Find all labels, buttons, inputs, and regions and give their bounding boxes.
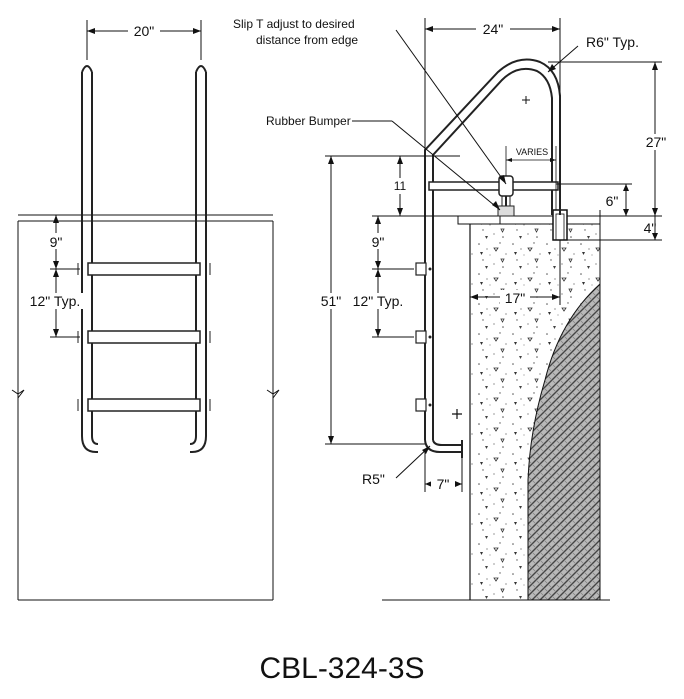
tread-3 <box>87 398 201 412</box>
slip-t-note-line2: distance from edge <box>256 33 358 47</box>
side-width-arrow-r <box>552 26 560 32</box>
coping <box>457 215 501 225</box>
front-width-arrow-right <box>193 28 201 34</box>
left-rail-top <box>81 65 93 73</box>
step-3-bolt <box>428 403 432 407</box>
side12-arrow-b <box>375 329 381 337</box>
r6-arrow <box>548 64 556 72</box>
varies-label: VARIES <box>516 147 548 157</box>
r5-arrow <box>422 446 430 454</box>
earth-fill <box>527 282 601 601</box>
right-rail-inner <box>190 72 207 453</box>
handrail-crossbar <box>428 181 559 191</box>
left-rail <box>81 72 98 453</box>
side-step-1 <box>415 262 427 276</box>
varies-arrow-r <box>550 158 556 162</box>
dim4-arrow-b <box>652 233 658 240</box>
right-rail <box>189 72 197 445</box>
front-12-arrow-bot <box>53 329 59 337</box>
side-step-3 <box>415 398 427 412</box>
wall-thickness-label: 17" <box>505 290 526 306</box>
side-view: 24" R6" Typ. 27" VARIES Slip T adjust to… <box>233 17 677 601</box>
dim6-arrow-b <box>623 209 629 216</box>
front-12-arrow-top <box>53 269 59 277</box>
dim7-arrow-l <box>425 481 432 487</box>
h27-arrow-b <box>652 208 658 216</box>
front-9-arrow-bot <box>53 261 59 269</box>
dim51-arrow-b <box>328 436 334 444</box>
dim7-arrow-r <box>455 481 462 487</box>
right-rail-top <box>195 65 207 73</box>
dim17-arrow-l <box>470 294 478 300</box>
side-step-2 <box>415 330 427 344</box>
front-9-arrow-top <box>53 215 59 223</box>
side9-arrow-t <box>375 216 381 224</box>
dim17-arrow-r <box>552 294 560 300</box>
side9-arrow-b <box>375 261 381 269</box>
break-mark-left <box>11 389 25 399</box>
side-width-arrow-l <box>425 26 433 32</box>
step-1-bolt <box>428 267 432 271</box>
radius-bottom-label: R5" <box>362 471 385 487</box>
front-first-step-label: 9" <box>50 234 63 250</box>
rubber-bumper-arrow <box>492 201 500 210</box>
front-width-label: 20" <box>134 23 155 39</box>
total-height-label: 51" <box>321 293 342 309</box>
front-view: 20" 9" 12" Typ. <box>11 20 280 601</box>
dim6-arrow-t <box>623 184 629 191</box>
side-width-label: 24" <box>483 21 504 37</box>
four-inch-label: 4" <box>644 220 657 236</box>
side-first-step-label: 9" <box>372 234 385 250</box>
height-above-deck-label: 27" <box>646 134 667 150</box>
left-rail-inner <box>91 72 99 445</box>
slip-t-arrow <box>499 175 506 184</box>
tread-2 <box>87 330 201 344</box>
six-inch-label: 6" <box>606 193 619 209</box>
side12-arrow-t <box>375 269 381 277</box>
handrail-inner <box>432 67 553 440</box>
dim51-arrow-t <box>328 156 334 164</box>
handrail-outer <box>424 58 561 440</box>
slip-t-leader <box>395 29 507 185</box>
rubber-bumper-leader-b <box>391 120 501 211</box>
front-step-spacing-label: 12" Typ. <box>30 293 81 309</box>
handrail-bottom-curve <box>424 439 462 453</box>
h27-arrow-t <box>652 62 658 70</box>
front-width-arrow-left <box>87 28 95 34</box>
tread-1 <box>87 262 201 276</box>
break-mark-right <box>266 389 280 399</box>
bumper-height-label: 11 <box>394 179 407 193</box>
dim11-arrow-b <box>397 208 403 216</box>
drawing-title: CBL-324-3S <box>259 652 424 685</box>
varies-arrow-l <box>506 158 512 162</box>
center-mark-top <box>522 96 530 104</box>
side-step-spacing-label: 12" Typ. <box>353 293 404 309</box>
step-2-bolt <box>428 335 432 339</box>
rubber-bumper <box>497 205 515 217</box>
slip-t-note-line1: Slip T adjust to desired <box>233 17 355 31</box>
radius-top-label: R6" Typ. <box>586 34 639 50</box>
rubber-bumper-label: Rubber Bumper <box>266 114 351 128</box>
center-mark-bottom <box>452 409 462 419</box>
dim11-arrow-t <box>397 156 403 164</box>
seven-inch-label: 7" <box>437 476 450 492</box>
